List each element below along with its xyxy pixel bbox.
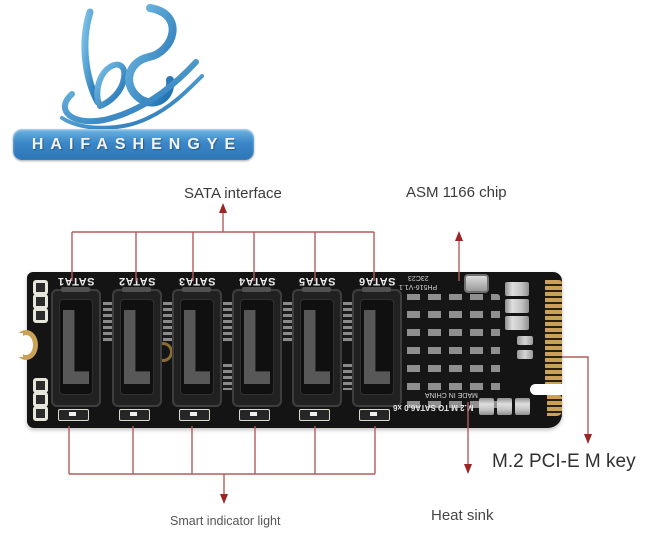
sata-l-key [124, 310, 150, 384]
pad-column [223, 364, 232, 390]
sata-port: SATA3 [172, 275, 222, 421]
m2-gold-fingers [547, 395, 562, 416]
sata-slot [240, 299, 274, 395]
sata-slot [300, 299, 334, 395]
capacitor [505, 299, 529, 313]
label-asm-chip: ASM 1166 chip [406, 184, 507, 201]
sata-l-key [364, 310, 390, 384]
pad-column [163, 302, 172, 342]
sata-slot [360, 299, 394, 395]
solder-pad [33, 294, 48, 309]
sata-slot [59, 299, 93, 395]
silkscreen-model: PH516-V1.1 [399, 283, 438, 290]
indicator-led [58, 409, 89, 421]
capacitor [505, 316, 529, 330]
capacitor [517, 350, 533, 359]
sata-port-label: SATA4 [238, 275, 276, 287]
sata-slot [120, 299, 154, 395]
pad-column [343, 302, 352, 342]
indicator-led [179, 409, 210, 421]
pad-column [343, 364, 352, 390]
indicator-led [239, 409, 270, 421]
led-bracket-bottom [68, 426, 376, 496]
capacitor [517, 336, 533, 345]
solder-pad [33, 308, 48, 323]
pad-column [283, 302, 292, 342]
sata-port-label: SATA6 [358, 275, 396, 287]
sata-port-label: SATA2 [118, 275, 156, 287]
mkey-arrow-line [562, 356, 589, 436]
brand-name: HAIFASHENGYE [31, 135, 243, 153]
sata-port: SATA4 [232, 275, 282, 421]
arrowhead-down [464, 464, 472, 474]
sata-port-label: SATA1 [57, 275, 95, 287]
sata-port: SATA2 [112, 275, 162, 421]
sata-port: SATA1 [51, 275, 101, 421]
logo-swirl-icon [60, 4, 204, 130]
m2-gold-fingers [545, 280, 562, 385]
capacitor [479, 398, 494, 415]
sata-port: SATA6 [352, 275, 402, 421]
capacitor [515, 398, 530, 415]
capacitor [505, 282, 529, 296]
arrowhead-down [584, 434, 592, 444]
sata-port-label: SATA3 [178, 275, 216, 287]
sata-l-key [184, 310, 210, 384]
sata-l-key [63, 310, 89, 384]
solder-pad [33, 392, 48, 407]
screw-notch [11, 330, 38, 360]
indicator-led [119, 409, 150, 421]
capacitor [497, 398, 512, 415]
arrowhead-up [219, 203, 227, 213]
solder-pad [33, 406, 48, 421]
crystal-oscillator [464, 274, 489, 293]
heatsink [403, 294, 500, 412]
sata-port: SATA5 [292, 275, 342, 421]
brand-banner: HAIFASHENGYE [13, 129, 254, 160]
indicator-led [359, 409, 390, 421]
silkscreen-date-code: 23C23 [408, 274, 429, 281]
label-m2-key: M.2 PCI-E M key [492, 451, 636, 472]
label-heat-sink: Heat sink [431, 507, 494, 524]
sata-l-key [244, 310, 270, 384]
pad-column [103, 302, 112, 342]
silkscreen-product: M.2 M TO SATA6.0 x6 [393, 403, 474, 412]
sata-slot [180, 299, 214, 395]
solder-pad [33, 280, 48, 295]
arrowhead-down [220, 494, 228, 504]
sata-port-label: SATA5 [298, 275, 336, 287]
m-key-notch [530, 384, 564, 395]
arrowhead-up [455, 231, 463, 241]
adapter-board: SATA1 SATA2 SATA3 SATA4 SATA5 SATA6 [11, 272, 564, 428]
sata-l-key [304, 310, 330, 384]
indicator-led [299, 409, 330, 421]
label-sata-interface: SATA interface [184, 185, 282, 202]
silkscreen-made-in: MADE IN CHINA [425, 391, 478, 398]
solder-pad [33, 378, 48, 393]
pad-column [223, 302, 232, 342]
label-smart-light: Smart indicator light [170, 514, 281, 528]
